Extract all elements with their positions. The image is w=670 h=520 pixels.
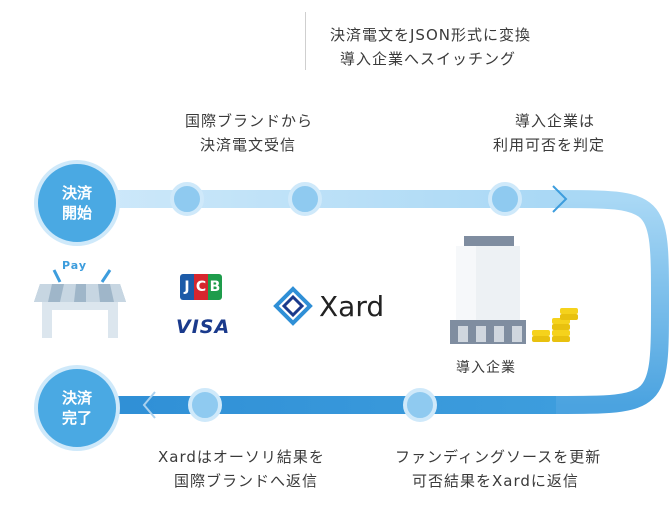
- jcb-logo: J C B: [180, 274, 224, 300]
- xard-logo: Xard: [273, 286, 384, 326]
- end-node-line1: 決済: [61, 389, 92, 407]
- building-icon: [450, 236, 530, 346]
- callout-top-line1: 決済電文をJSON形式に変換: [330, 26, 531, 44]
- company-label: 導入企業: [456, 360, 516, 376]
- xard-logo-text: Xard: [319, 289, 385, 323]
- store-icon: [30, 262, 130, 342]
- track-bottom: [100, 396, 556, 414]
- label-company-judge-2: 利用可否を判定: [493, 136, 606, 154]
- start-node-line2: 開始: [61, 204, 92, 222]
- label-xard-return-2: 国際ブランドへ返信: [174, 472, 319, 490]
- arrow-right-icon: [552, 185, 568, 213]
- coins-icon: [530, 306, 580, 348]
- track-curve: [554, 190, 670, 414]
- store-pay-label: Pay: [62, 259, 88, 272]
- end-node-line2: 完了: [61, 409, 92, 427]
- arrow-left-icon: [142, 391, 156, 419]
- end-node: 決済 完了: [34, 365, 120, 451]
- label-company-judge-1: 導入企業は: [515, 112, 596, 130]
- jcb-logo-j: J: [180, 274, 194, 300]
- step-dot-3: [488, 182, 522, 216]
- step-dot-5: [188, 388, 222, 422]
- label-funding-1: ファンディングソースを更新: [395, 448, 602, 466]
- callout-divider: [305, 12, 306, 70]
- xard-diamond-icon: [273, 286, 313, 326]
- label-brand-receive-1: 国際ブランドから: [185, 112, 314, 130]
- label-xard-return-1: Xardはオーソリ結果を: [158, 448, 325, 466]
- start-node: 決済 開始: [34, 160, 120, 246]
- start-node-line1: 決済: [61, 184, 92, 202]
- step-dot-4: [403, 388, 437, 422]
- step-dot-2: [288, 182, 322, 216]
- label-brand-receive-2: 決済電文受信: [200, 136, 297, 154]
- step-dot-1: [170, 182, 204, 216]
- visa-logo: VISA: [176, 316, 231, 338]
- jcb-logo-c: C: [194, 274, 208, 300]
- jcb-logo-b: B: [208, 274, 222, 300]
- callout-top-line2: 導入企業へスイッチング: [340, 50, 517, 68]
- label-funding-2: 可否結果をXardに返信: [412, 472, 579, 490]
